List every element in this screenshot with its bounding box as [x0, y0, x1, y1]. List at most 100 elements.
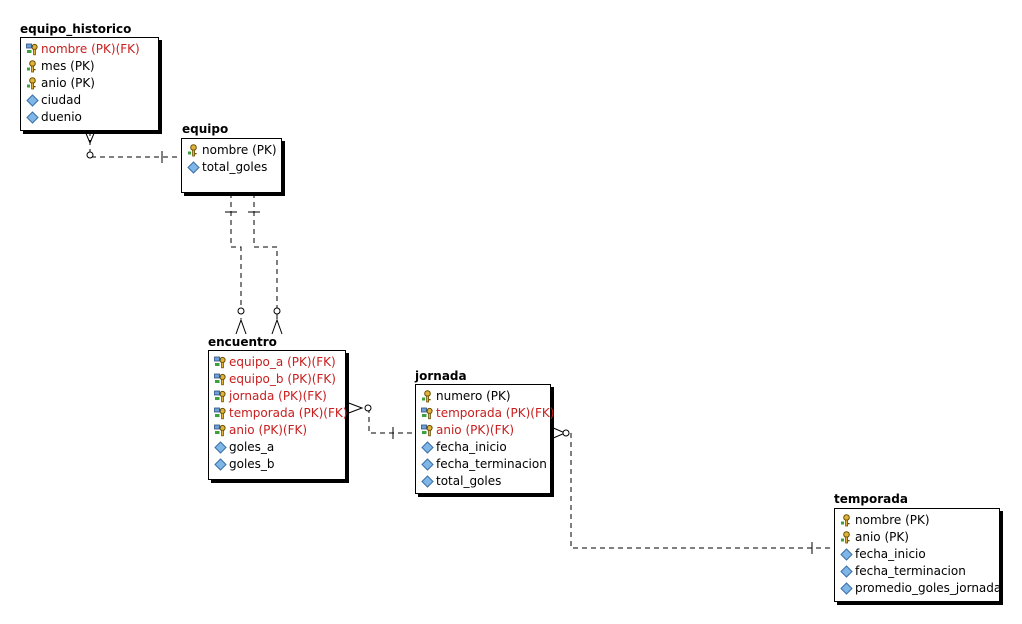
attribute-diamond-icon — [840, 548, 853, 561]
table-title-encuentro: encuentro — [208, 335, 277, 349]
rel-equipo-historico-many-marker — [84, 130, 96, 145]
rel-encuentro-a-zero-marker — [237, 307, 245, 315]
attribute-row[interactable]: nombre (PK) — [182, 142, 281, 159]
attribute-label: fecha_terminacion — [855, 564, 966, 578]
attribute-row[interactable]: fecha_inicio — [416, 439, 550, 456]
attribute-diamond-icon — [421, 475, 434, 488]
attribute-label: nombre (PK) — [202, 143, 277, 157]
key-icon — [840, 514, 853, 527]
rel-equipo-historico-zero-marker — [86, 151, 94, 159]
attribute-label: fecha_inicio — [436, 440, 507, 454]
table-equipo[interactable]: nombre (PK) total_goles — [181, 138, 282, 193]
attribute-label: ciudad — [41, 93, 82, 107]
attribute-diamond-icon — [421, 441, 434, 454]
attribute-label: jornada (PK)(FK) — [229, 389, 327, 403]
attribute-row[interactable]: goles_b — [209, 456, 345, 473]
attribute-label: goles_a — [229, 440, 275, 454]
attribute-diamond-icon — [26, 111, 39, 124]
key-link-icon — [214, 390, 227, 403]
attribute-label: equipo_a (PK)(FK) — [229, 355, 336, 369]
key-link-icon — [214, 356, 227, 369]
attribute-label: equipo_b (PK)(FK) — [229, 372, 336, 386]
attribute-label: goles_b — [229, 457, 275, 471]
attribute-row[interactable]: jornada (PK)(FK) — [209, 388, 345, 405]
attribute-label: total_goles — [202, 160, 268, 174]
rel-equipo-equipo-historico-line — [89, 131, 181, 158]
attribute-label: anio (PK) — [855, 530, 909, 544]
attribute-row[interactable]: anio (PK)(FK) — [209, 422, 345, 439]
attribute-label: total_goles — [436, 474, 502, 488]
attribute-row[interactable]: nombre (PK)(FK) — [21, 41, 158, 58]
attribute-label: temporada (PK)(FK) — [436, 406, 555, 420]
attribute-label: duenio — [41, 110, 82, 124]
key-icon — [421, 390, 434, 403]
table-jornada[interactable]: numero (PK) temporada (PK)(FK) anio (PK)(F… — [415, 384, 554, 494]
rel-temporada-jornada-line — [570, 433, 834, 549]
table-encuentro[interactable]: equipo_a (PK)(FK) equipo_b (PK)(FK) jornad… — [208, 350, 348, 480]
attribute-row[interactable]: fecha_terminacion — [835, 563, 999, 580]
attribute-label: mes (PK) — [41, 59, 95, 73]
rel-equipo-encuentro-b-line — [253, 193, 278, 319]
attribute-row[interactable]: fecha_inicio — [835, 546, 999, 563]
rel-jornada-encuentro-many-marker — [345, 401, 364, 415]
attribute-diamond-icon — [840, 565, 853, 578]
attribute-label: fecha_inicio — [855, 547, 926, 561]
key-link-icon — [421, 407, 434, 420]
attribute-row[interactable]: mes (PK) — [21, 58, 158, 75]
rel-encuentro-b-zero-marker — [273, 307, 281, 315]
key-link-icon — [26, 43, 39, 56]
attribute-row[interactable]: goles_a — [209, 439, 345, 456]
key-link-icon — [214, 373, 227, 386]
attribute-row[interactable]: fecha_terminacion — [416, 456, 550, 473]
rel-temporada-jornada-zero-marker — [562, 429, 570, 437]
attribute-row[interactable]: anio (PK) — [21, 75, 158, 92]
table-title-temporada: temporada — [834, 492, 908, 506]
attribute-label: anio (PK)(FK) — [229, 423, 308, 437]
rel-encuentro-b-many-marker — [271, 318, 283, 335]
table-title-equipo: equipo — [182, 122, 229, 136]
attribute-diamond-icon — [840, 582, 853, 595]
rel-equipo-encuentro-a-line — [230, 193, 242, 319]
rel-jornada-encuentro-zero-marker — [364, 404, 372, 412]
key-icon — [187, 144, 200, 157]
attribute-row[interactable]: equipo_a (PK)(FK) — [209, 354, 345, 371]
attribute-diamond-icon — [421, 458, 434, 471]
table-title-jornada: jornada — [415, 369, 467, 383]
attribute-row[interactable]: anio (PK) — [835, 529, 999, 546]
table-temporada[interactable]: nombre (PK) anio (PK) fecha_inicio fecha_te… — [834, 508, 1002, 602]
attribute-row[interactable]: ciudad — [21, 92, 158, 109]
table-title-equipo-historico: equipo_historico — [20, 22, 132, 36]
attribute-label: fecha_terminacion — [436, 457, 547, 471]
attribute-row[interactable]: anio (PK)(FK) — [416, 422, 550, 439]
attribute-diamond-icon — [214, 458, 227, 471]
key-icon — [840, 531, 853, 544]
attribute-label: nombre (PK)(FK) — [41, 42, 140, 56]
attribute-row[interactable]: total_goles — [182, 159, 281, 176]
attribute-label: nombre (PK) — [855, 513, 930, 527]
attribute-diamond-icon — [187, 161, 200, 174]
attribute-diamond-icon — [26, 94, 39, 107]
attribute-row[interactable]: total_goles — [416, 473, 550, 490]
key-link-icon — [214, 424, 227, 437]
attribute-diamond-icon — [214, 441, 227, 454]
table-equipo-historico[interactable]: nombre (PK)(FK) mes (PK) anio (PK) ciudad du… — [20, 37, 159, 131]
attribute-row[interactable]: numero (PK) — [416, 388, 550, 405]
attribute-row[interactable]: equipo_b (PK)(FK) — [209, 371, 345, 388]
rel-jornada-encuentro-line — [368, 408, 415, 434]
attribute-row[interactable]: duenio — [21, 109, 158, 126]
key-link-icon — [421, 424, 434, 437]
attribute-label: promedio_goles_jornada — [855, 581, 1002, 595]
attribute-label: anio (PK)(FK) — [436, 423, 515, 437]
attribute-row[interactable]: temporada (PK)(FK) — [416, 405, 554, 422]
attribute-label: temporada (PK)(FK) — [229, 406, 348, 420]
attribute-row[interactable]: promedio_goles_jornada — [835, 580, 1002, 597]
attribute-row[interactable]: nombre (PK) — [835, 512, 999, 529]
key-icon — [26, 77, 39, 90]
attribute-label: numero (PK) — [436, 389, 511, 403]
attribute-label: anio (PK) — [41, 76, 95, 90]
key-link-icon — [214, 407, 227, 420]
attribute-row[interactable]: temporada (PK)(FK) — [209, 405, 348, 422]
key-icon — [26, 60, 39, 73]
rel-encuentro-a-many-marker — [235, 318, 247, 335]
